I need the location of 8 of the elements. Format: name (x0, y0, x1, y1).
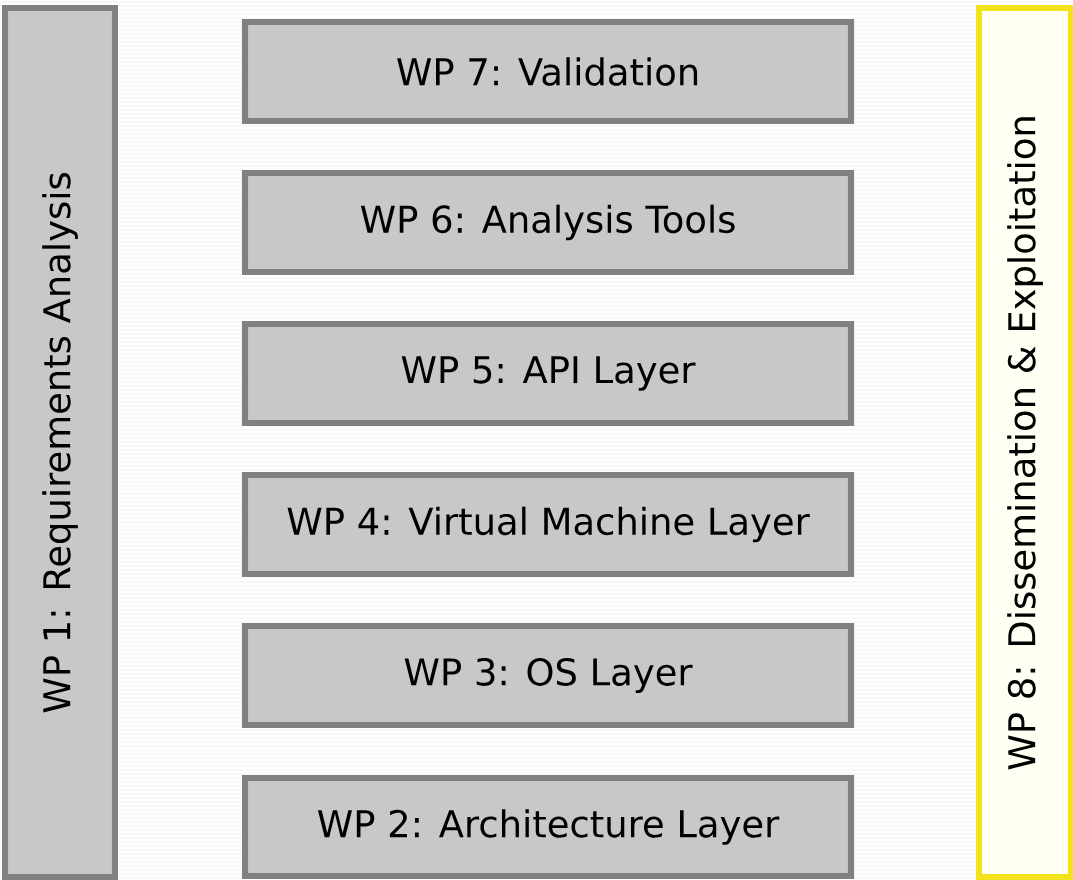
workpackage-bar: WP 1: Requirements Analysis (1, 4, 119, 880)
workpackage-box: WP 5: API Layer (241, 320, 855, 427)
workpackage-box: WP 2: Architecture Layer (241, 774, 855, 880)
workpackage-box: WP 3: OS Layer (241, 622, 855, 729)
workpackage-box: WP 6: Analysis Tools (241, 169, 855, 276)
workpackage-box: WP 4: Virtual Machine Layer (241, 471, 855, 578)
workpackage-box: WP 7: Validation (241, 18, 855, 125)
workpackage-bar: WP 8: Dissemination & Exploitation (975, 4, 1073, 880)
